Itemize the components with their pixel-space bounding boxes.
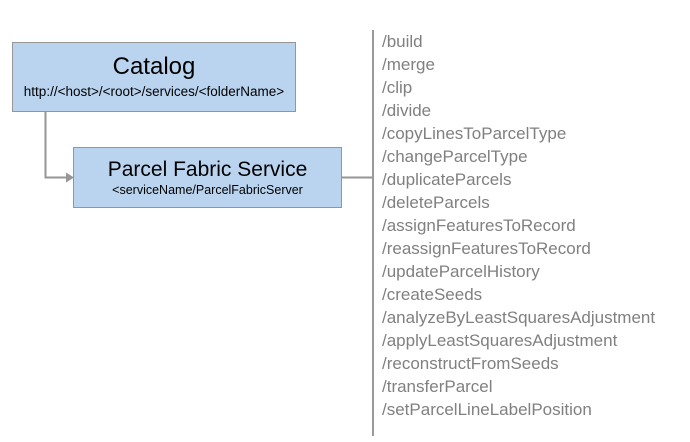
operations-list: /build/merge/clip/divide/copyLinesToParc… bbox=[382, 30, 655, 421]
operation-item: /duplicateParcels bbox=[382, 170, 512, 189]
catalog-node-subtitle: http://<host>/<root>/services/<folderNam… bbox=[23, 84, 285, 100]
catalog-node: Catalog http://<host>/<root>/services/<f… bbox=[12, 42, 296, 112]
operation-item: /transferParcel bbox=[382, 377, 493, 396]
catalog-to-service-connector bbox=[44, 112, 66, 179]
operation-item: /changeParcelType bbox=[382, 147, 528, 166]
operation-item: /reconstructFromSeeds bbox=[382, 354, 559, 373]
parcel-fabric-service-node-subtitle: <serviceName/ParcelFabricServer bbox=[112, 182, 303, 197]
operation-item: /deleteParcels bbox=[382, 193, 490, 212]
parcel-fabric-service-node: Parcel Fabric Service <serviceName/Parce… bbox=[73, 147, 342, 208]
operation-item: /assignFeaturesToRecord bbox=[382, 216, 576, 235]
parcel-fabric-service-node-title: Parcel Fabric Service bbox=[107, 157, 308, 181]
operation-item: /reassignFeaturesToRecord bbox=[382, 239, 591, 258]
operation-item: /applyLeastSquaresAdjustment bbox=[382, 331, 618, 350]
operation-item: /clip bbox=[382, 78, 413, 97]
operation-item: /divide bbox=[382, 101, 432, 120]
operation-item: /merge bbox=[382, 55, 435, 74]
catalog-node-title: Catalog bbox=[112, 52, 196, 80]
operation-item: /build bbox=[382, 32, 423, 51]
operations-panel: /build/merge/clip/divide/copyLinesToParc… bbox=[372, 30, 655, 436]
operation-item: /updateParcelHistory bbox=[382, 262, 540, 281]
operation-item: /setParcelLineLabelPosition bbox=[382, 400, 592, 419]
operation-item: /analyzeByLeastSquaresAdjustment bbox=[382, 308, 656, 327]
operation-item: /copyLinesToParcelType bbox=[382, 124, 567, 143]
operation-item: /createSeeds bbox=[382, 285, 483, 304]
